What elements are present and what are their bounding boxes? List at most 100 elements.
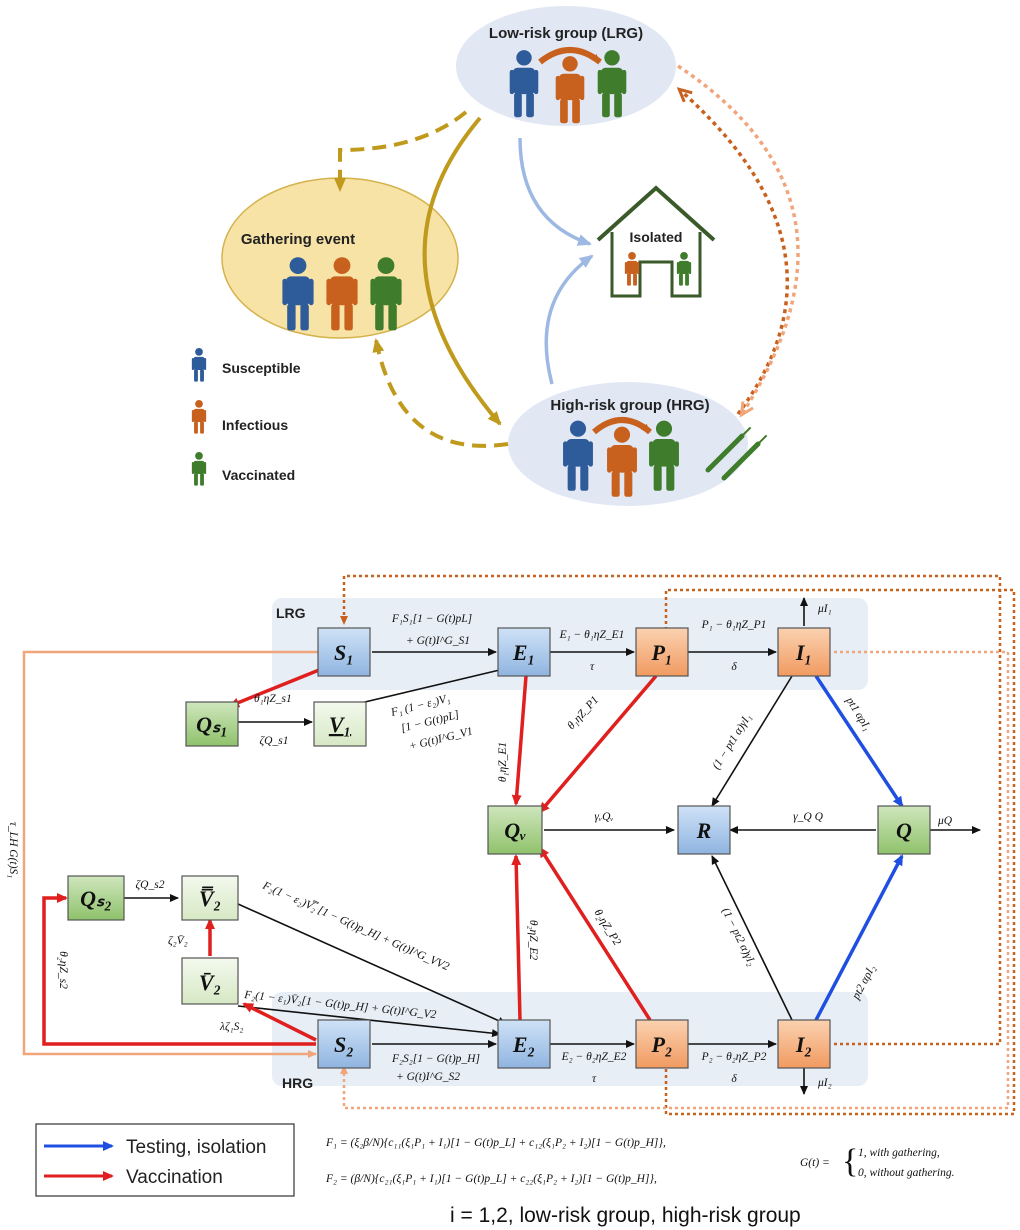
legend-box [35,1123,295,1197]
top-illustration: Low-risk group (LRG) Gathering event Iso… [191,6,800,506]
syringe-icon [705,427,767,481]
equation-f1: F₁ = (ξ₂β/N){c₁₁(ξ₁P₁ + I₁)[1 − G(t)p_L]… [325,1136,666,1149]
label-r: R [696,818,712,843]
label-s2: S₂ [334,1032,354,1057]
hrg-band-label: HRG [282,1075,313,1091]
rate-p1-i1-top: P₁ − θ₁ηZ_P1 [701,619,767,631]
caption: i = 1,2, low-risk group, high-risk group [450,1204,801,1227]
s1-qs1-arrow [228,666,325,708]
label-qv: Qᵥ [504,818,526,843]
lrg-to-hrg-dotted-arrow [677,64,800,414]
rate-p2-qv: θ₂ηZ_P2 [591,907,623,948]
gathering-label: Gathering event [241,231,355,248]
legend-testing-label: Testing, isolation [126,1137,266,1158]
rate-q-r: γ_Q Q [793,811,823,823]
vaccination-arrows [42,666,658,1046]
label-q: Q [896,818,912,843]
rate-e2-p2-bot: τ [592,1073,597,1085]
rate-e2-p2-top: E₂ − θ₂ηZ_E2 [561,1051,627,1063]
s2-v2b-arrow [242,1002,317,1042]
lrg-to-hrg-arrow [422,116,502,426]
isolated-label: Isolated [630,229,683,245]
rate-p2-i2-top: P₂ − θ₂ηZ_P2 [701,1051,767,1063]
label-e2: E₂ [512,1032,535,1057]
rate-mu-i2: μI₂ [817,1077,832,1089]
rate-p1-i1-bot: δ [731,661,737,673]
hrg-label: High-risk group (HRG) [550,397,709,414]
rate-s1-e1-b: + G(t)I^G_S1 [406,635,470,647]
box-p2 [635,1019,689,1069]
rate-qs1-v1: ζQ_s1 [260,735,289,747]
label-qs1: Qₛ₁ [196,712,228,737]
rate-s2-qs2: θ₂ηZ_s2 [57,951,69,989]
bottom-legend: Testing, isolation Vaccination [35,1123,295,1197]
box-q [877,805,931,855]
box-qs2 [67,875,125,921]
lrg-band [272,598,868,690]
label-v1: V₁ [329,712,351,737]
i1-q-arrow [814,675,904,808]
compartment-boxes: S₁ E₁ P₁ I₁ Qₛ₁ V₁ Qᵥ R Q Qₛ₂ V̿₂ V̄₂ [67,627,931,1069]
label-p1: P₁ [650,640,672,665]
equation-g-case1: 1, with gathering, [858,1147,940,1159]
s2-qs2-arrow [42,893,316,1046]
label-s1: S₁ [334,640,354,665]
compartment-model: LRG HRG [7,574,1016,1116]
hrg-to-lrg-dotted-arrow [680,90,789,416]
equation-g-lhs: G(t) = [800,1157,830,1169]
i2-to-s1-dotted-loop [340,574,1002,1046]
box-e1 [497,627,551,677]
rate-v2bb-e2: F₂(1 − ε₂)V̿₂ [1 − G(t)p_H] + G(t)I^G_VV… [260,878,452,974]
box-v2b [181,957,239,1005]
testing-arrows [814,675,904,1021]
e2-qv-arrow [511,854,522,1021]
lrg-band-label: LRG [276,605,306,621]
box-s1 [317,627,371,677]
hrg-to-gathering-arrow [372,338,509,448]
flow-arrows [124,597,981,1095]
hrg-band [272,992,868,1086]
rate-p2-i2-bot: δ [731,1073,737,1085]
equation-f2: F₂ = (β/N){c₂₁(ξ₁P₁ + I₁)[1 − G(t)p_L] +… [325,1172,657,1185]
rate-qv-r: γᵥQᵥ [594,811,613,823]
rate-mu-i1: μI₁ [817,603,832,615]
transmission-arrow-icon [592,417,652,435]
box-p1 [635,627,689,677]
box-i2 [777,1019,831,1069]
lrg-to-gathering-arrow [334,110,468,192]
e1-qv-arrow [511,675,528,806]
lrg-to-isolated-arrow [518,137,592,246]
infectious-legend-icon [191,400,207,434]
rate-s2-e2-a: F₂S₂[1 − G(t)p_H] [391,1053,480,1065]
label-p2: P₂ [650,1032,672,1057]
rate-i1-r: (1 − pt1 α)γI₁ [710,712,754,772]
legend-vaccinated-label: Vaccinated [222,467,295,483]
box-qv [487,805,543,855]
equations: F₁ = (ξ₂β/N){c₁₁(ξ₁P₁ + I₁)[1 − G(t)p_L]… [325,1136,954,1185]
equation-g-case0: 0, without gathering. [858,1167,954,1179]
rate-tau-lh: τ_LH G(t)S₁ [7,822,19,878]
hrg-people [563,417,767,497]
isolated-house-icon [596,185,716,298]
box-e2 [497,1019,551,1069]
legend-susceptible-label: Susceptible [222,360,301,376]
hrg-to-isolated-arrow [544,254,594,385]
p1-qv-arrow [538,674,658,814]
p2-qv-arrow [538,846,652,1021]
label-qs2: Qₛ₂ [80,886,112,911]
rate-p1-qv: θ₁ηZ_P1 [565,694,601,732]
i1-to-s2-dotted-loop [340,650,1010,1110]
equation-g-brace: { [842,1143,858,1180]
rate-i1-q: pt1 αρI₁ [843,694,873,733]
rate-e2-qv: θ₂ηZ_E2 [527,920,539,961]
p1-to-hrg-dotted-loop [664,588,1016,1116]
legend-vaccination-label: Vaccination [126,1167,223,1188]
v1-e1-arrow [347,665,509,707]
rate-v2b-v2bb: ζ₂V̄₂ [168,934,188,947]
box-i1 [777,627,831,677]
rate-s2-v2b: λζ₁S₂ [219,1021,243,1033]
label-e1: E₁ [512,640,535,665]
i2-r-arrow [711,855,793,1021]
box-r [677,805,731,855]
rate-e1-p1-bot: τ [590,661,595,673]
